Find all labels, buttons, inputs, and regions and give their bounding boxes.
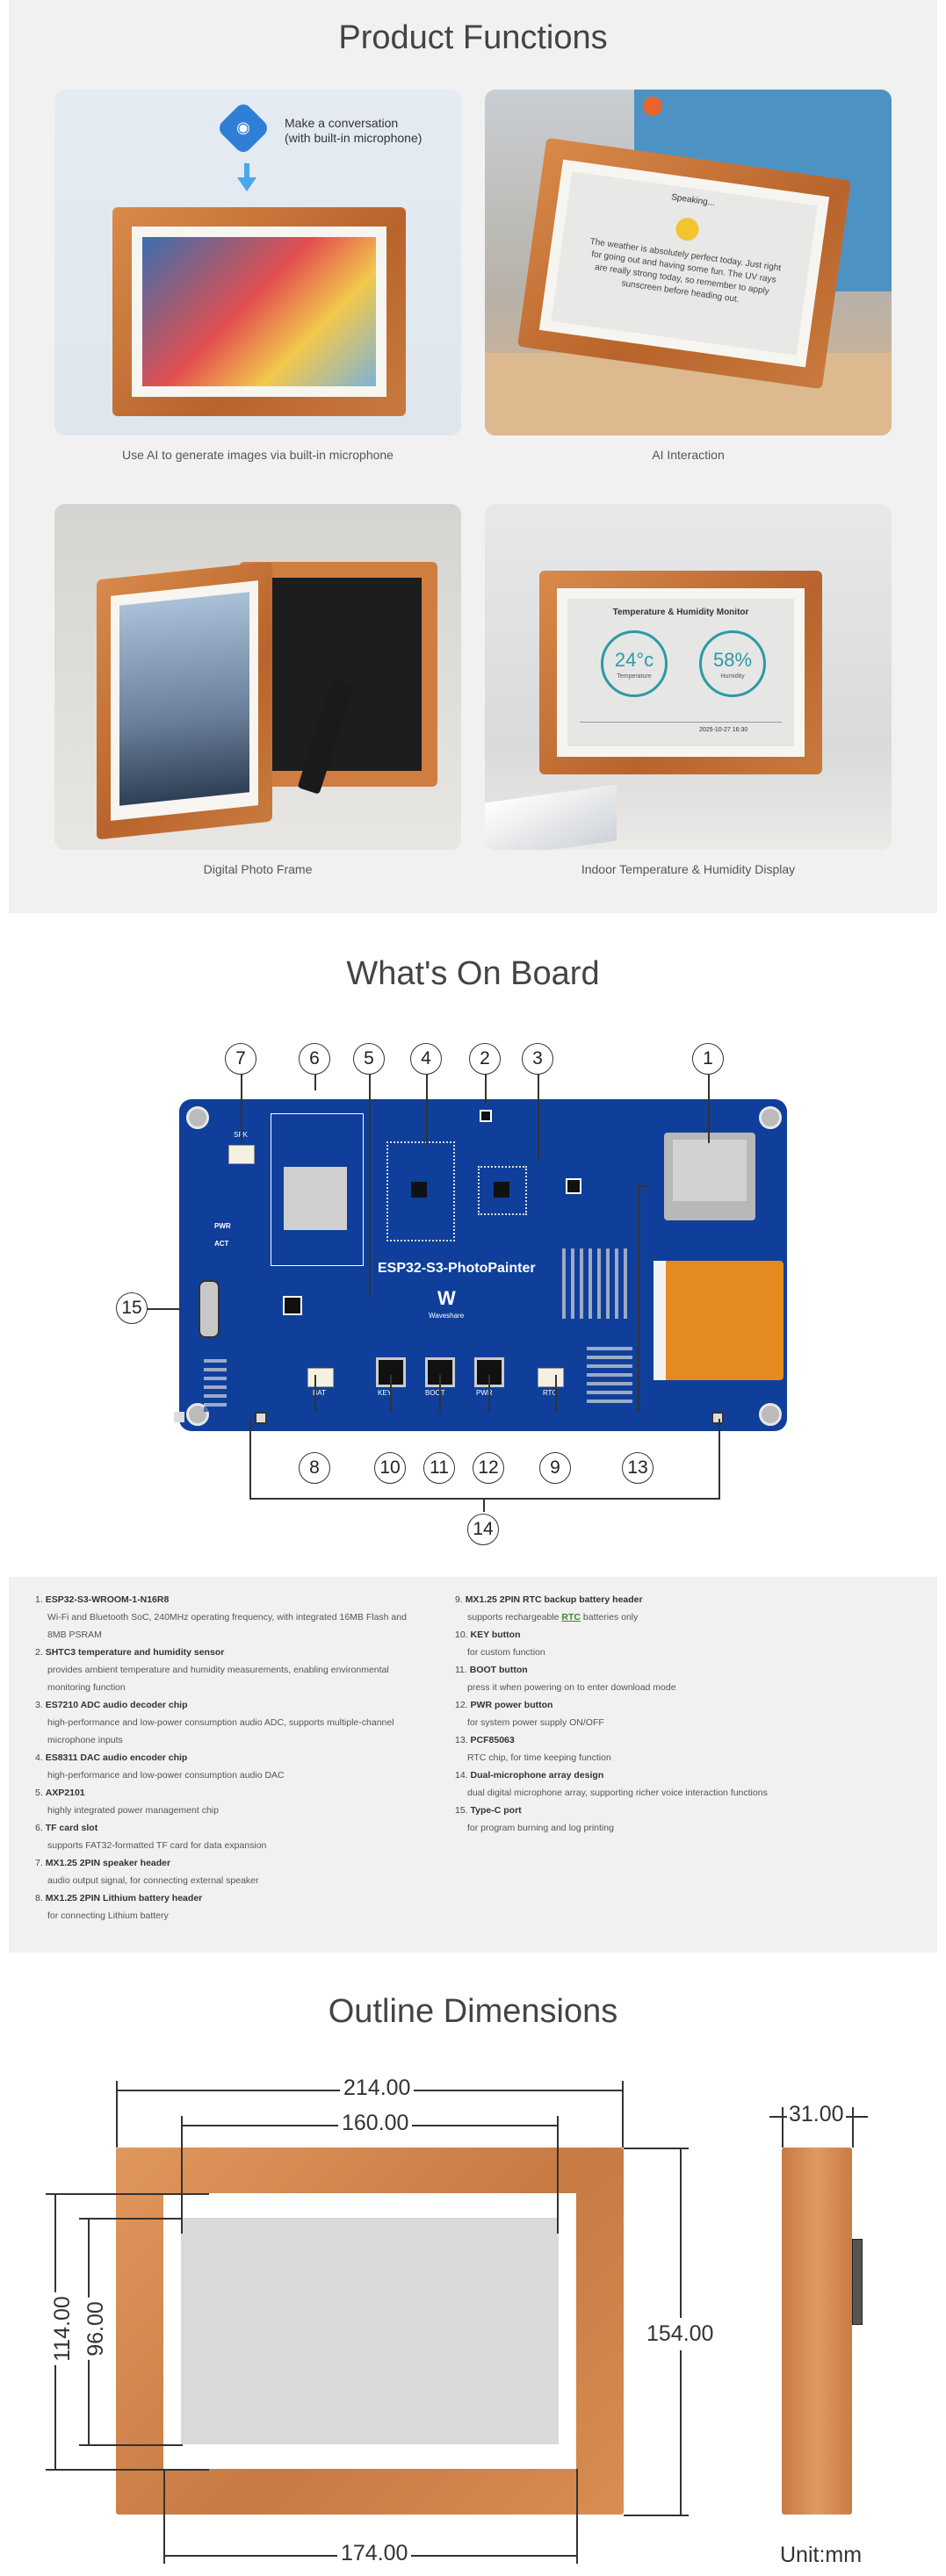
callout-11: 11 — [423, 1452, 455, 1484]
list-item: 5. AXP2101 — [35, 1788, 85, 1798]
function-card-temp-humidity: Temperature & Humidity Monitor 24°c Temp… — [485, 504, 892, 850]
photo-image — [119, 592, 249, 806]
microphone-left — [255, 1412, 267, 1424]
pcb-board: SPK PWR ACT ESP32-S3-PhotoPainter W Wave… — [174, 1099, 787, 1431]
e-paper-screen: Speaking... The weather is absolutely pe… — [551, 171, 818, 356]
unit-label: Unit:mm — [780, 2543, 863, 2567]
es7210-chip — [494, 1182, 509, 1198]
humidity-gauge: 58% Humidity — [699, 630, 766, 697]
callout-5: 5 — [353, 1043, 385, 1075]
dimension-frame-side — [782, 2148, 852, 2515]
list-item: 11. BOOT button — [455, 1665, 528, 1675]
dim-right: 154.00 — [646, 2318, 714, 2350]
temperature-gauge: 24°c Temperature — [601, 630, 668, 697]
board-name: ESP32-S3-PhotoPainter — [378, 1261, 536, 1276]
callout-15: 15 — [116, 1292, 148, 1324]
callout-13: 13 — [622, 1452, 654, 1484]
callout-12: 12 — [473, 1452, 504, 1484]
conversation-bubble-text: Make a conversation (with built-in micro… — [285, 116, 422, 145]
callout-14: 14 — [467, 1514, 499, 1545]
smiley-icon — [674, 216, 701, 242]
speaker-header — [228, 1145, 255, 1164]
battery-header — [307, 1368, 334, 1387]
photo-frame: Temperature & Humidity Monitor 24°c Temp… — [539, 571, 822, 774]
microphone-right — [711, 1412, 724, 1424]
callout-4: 4 — [410, 1043, 442, 1075]
whats-on-board-title: What's On Board — [346, 955, 600, 992]
photo-frame — [97, 561, 272, 840]
list-item: 7. MX1.25 2PIN speaker header — [35, 1858, 171, 1868]
ai-generated-image — [142, 237, 376, 386]
dim-top-inner: 160.00 — [338, 2111, 413, 2136]
list-item: 14. Dual-microphone array design — [455, 1770, 604, 1781]
list-item: 10. KEY button — [455, 1630, 521, 1640]
display-area — [181, 2218, 559, 2444]
dim-top-outer: 214.00 — [340, 2076, 415, 2101]
es8311-chip — [411, 1182, 427, 1198]
pcf85063-chip — [566, 1178, 581, 1194]
product-functions-title: Product Functions — [338, 19, 608, 56]
list-item: 13. PCF85063 — [455, 1735, 515, 1745]
dim-left-inner: 96.00 — [83, 2298, 109, 2360]
list-item: 12. PWR power button — [455, 1700, 553, 1710]
dim-bottom: 174.00 — [337, 2541, 412, 2566]
list-item: 3. ES7210 ADC audio decoder chip — [35, 1700, 188, 1710]
callout-6: 6 — [299, 1043, 330, 1075]
function-card-photo-frame — [54, 504, 461, 850]
callout-2: 2 — [469, 1043, 501, 1075]
waveshare-logo-icon: W — [437, 1287, 456, 1309]
list-item: 15. Type-C port — [455, 1805, 522, 1816]
list-item: 6. TF card slot — [35, 1823, 98, 1833]
list-item: 9. MX1.25 2PIN RTC backup battery header — [455, 1594, 643, 1605]
dim-left-outer: 114.00 — [49, 2292, 76, 2365]
component-list-panel — [9, 1577, 937, 1953]
list-item: 2. SHTC3 temperature and humidity sensor — [35, 1647, 225, 1658]
axp2101-chip — [283, 1296, 302, 1315]
list-item: 4. ES8311 DAC audio encoder chip — [35, 1752, 188, 1763]
component-list-left: 1. ESP32-S3-WROOM-1-N16R8 Wi-Fi and Blue… — [26, 1591, 422, 1925]
callout-10: 10 — [374, 1452, 406, 1484]
function-card-ai-image: ◉ Make a conversation (with built-in mic… — [54, 90, 461, 435]
outline-dimensions-title: Outline Dimensions — [328, 1993, 618, 2030]
voice-icon: ◉ — [236, 119, 250, 136]
photo-frame: Speaking... The weather is absolutely pe… — [517, 137, 851, 390]
caption-ai-interaction: AI Interaction — [652, 448, 725, 462]
tf-card-slot-outline — [271, 1113, 364, 1266]
list-item: 8. MX1.25 2PIN Lithium battery header — [35, 1893, 203, 1903]
callout-3: 3 — [522, 1043, 553, 1075]
frame-mat — [163, 2193, 576, 2469]
photo-frame — [112, 207, 406, 416]
caption-temp-humidity: Indoor Temperature & Humidity Display — [581, 862, 796, 876]
dim-depth: 31.00 — [787, 2102, 846, 2127]
callout-8: 8 — [299, 1452, 330, 1484]
callout-7: 7 — [225, 1043, 256, 1075]
component-list-right: 9. MX1.25 2PIN RTC backup battery header… — [446, 1591, 903, 1837]
book-prop — [485, 784, 617, 850]
rtc-battery-header — [538, 1368, 564, 1387]
function-card-ai-interaction: Speaking... The weather is absolutely pe… — [485, 90, 892, 435]
callout-1: 1 — [692, 1043, 724, 1075]
arrow-down-icon — [237, 177, 256, 191]
esp32-module — [664, 1133, 755, 1220]
dimension-frame-front — [116, 2148, 624, 2515]
shtc3-sensor — [480, 1110, 492, 1122]
e-paper-screen: Temperature & Humidity Monitor 24°c Temp… — [567, 599, 794, 746]
callout-9: 9 — [539, 1452, 571, 1484]
caption-photo-frame: Digital Photo Frame — [203, 862, 313, 876]
side-connector — [852, 2239, 863, 2325]
tf-card-slot — [284, 1167, 347, 1230]
type-c-port — [199, 1280, 220, 1338]
frame-back-panel — [255, 578, 422, 771]
fpc-connector — [654, 1261, 784, 1380]
list-item: 1. ESP32-S3-WROOM-1-N16R8 — [35, 1594, 170, 1605]
rtc-link[interactable]: RTC — [561, 1612, 581, 1623]
caption-ai-image: Use AI to generate images via built-in m… — [122, 448, 394, 462]
